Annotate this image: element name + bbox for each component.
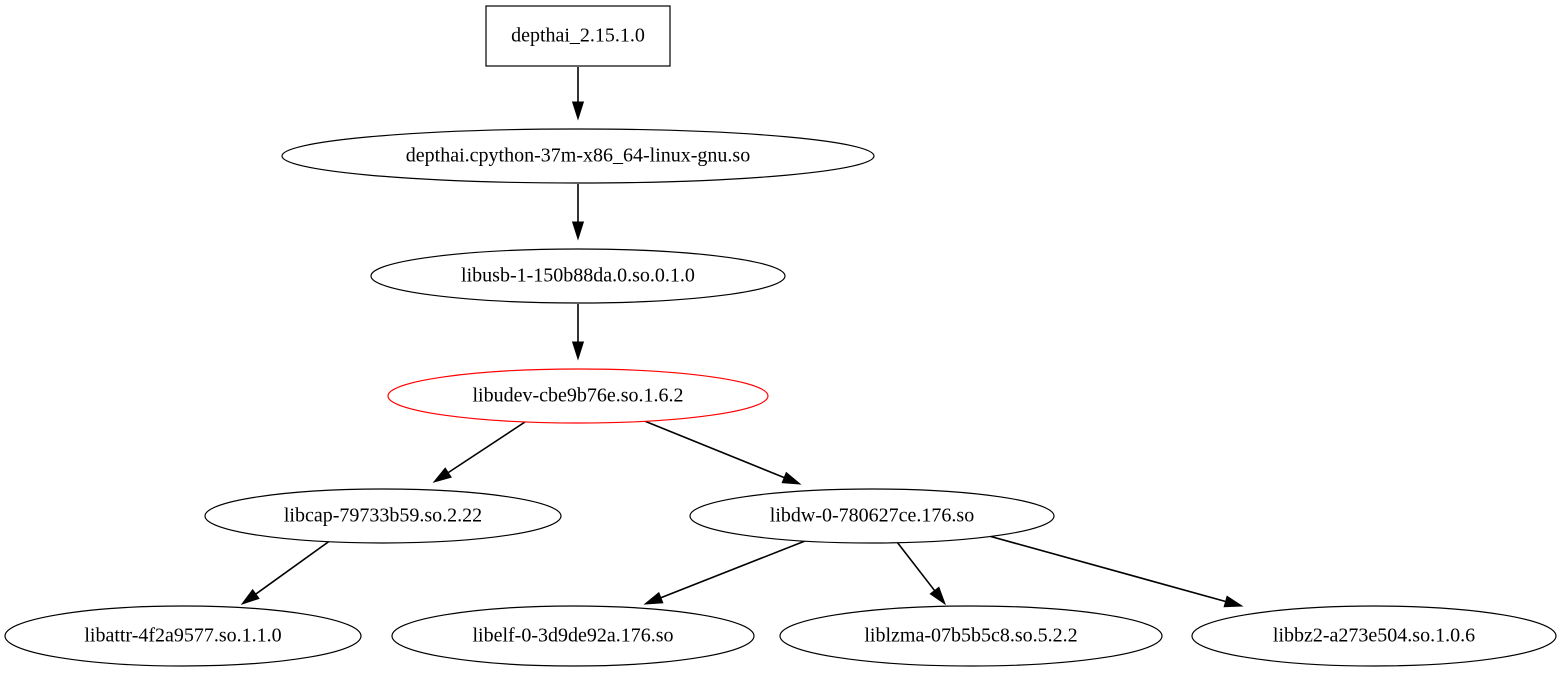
node-shape-ellipse — [370, 248, 786, 304]
graph-edge-libdw-to-libelf[interactable] — [643, 540, 806, 605]
node-shape-ellipse — [1191, 605, 1557, 667]
graph-edge-libcap-to-libattr[interactable] — [240, 539, 332, 605]
graph-edge-libdw-to-liblzma[interactable] — [896, 541, 947, 606]
node-shape-ellipse — [779, 605, 1163, 667]
graph-node-depthai_pkg[interactable]: depthai_2.15.1.0 — [485, 5, 671, 67]
arrowhead-icon — [571, 101, 585, 121]
arrowhead-icon — [643, 591, 664, 605]
node-shape-ellipse — [204, 488, 562, 544]
graph-node-libcap[interactable]: libcap-79733b59.so.2.22 — [204, 488, 562, 544]
arrowhead-icon — [240, 588, 260, 605]
arrowhead-icon — [929, 586, 947, 606]
graph-node-libdw[interactable]: libdw-0-780627ce.176.so — [689, 488, 1055, 544]
node-shape-ellipse — [4, 605, 362, 667]
graph-node-libbz2[interactable]: libbz2-a273e504.so.1.0.6 — [1191, 605, 1557, 667]
graph-edge-libdw-to-libbz2[interactable] — [988, 535, 1244, 608]
node-shape-box — [485, 5, 671, 67]
graph-edge-libudev-to-libdw[interactable] — [641, 419, 802, 485]
node-shape-ellipse — [387, 368, 769, 424]
graph-node-libelf[interactable]: libelf-0-3d9de92a.176.so — [391, 605, 755, 667]
graph-edge-libusb-to-libudev[interactable] — [571, 304, 585, 361]
graph-node-libudev[interactable]: libudev-cbe9b76e.so.1.6.2 — [387, 368, 769, 424]
arrowhead-icon — [432, 467, 452, 483]
edges-layer — [240, 67, 1244, 608]
node-shape-ellipse — [391, 605, 755, 667]
arrowhead-icon — [781, 471, 802, 485]
graph-edge-libudev-to-libcap[interactable] — [432, 419, 529, 483]
graph-edge-depthai_ext-to-libusb[interactable] — [571, 184, 585, 241]
graph-node-depthai_ext[interactable]: depthai.cpython-37m-x86_64-linux-gnu.so — [281, 128, 875, 184]
graph-edge-depthai_pkg-to-depthai_ext[interactable] — [571, 67, 585, 121]
graph-node-liblzma[interactable]: liblzma-07b5b5c8.so.5.2.2 — [779, 605, 1163, 667]
arrowhead-icon — [1223, 595, 1244, 608]
node-shape-ellipse — [689, 488, 1055, 544]
arrowhead-icon — [571, 341, 585, 361]
graph-node-libattr[interactable]: libattr-4f2a9577.so.1.1.0 — [4, 605, 362, 667]
nodes-layer: depthai_2.15.1.0 depthai.cpython-37m-x86_… — [4, 5, 1557, 667]
node-shape-ellipse — [281, 128, 875, 184]
arrowhead-icon — [571, 221, 585, 241]
graph-node-libusb[interactable]: libusb-1-150b88da.0.so.0.1.0 — [370, 248, 786, 304]
